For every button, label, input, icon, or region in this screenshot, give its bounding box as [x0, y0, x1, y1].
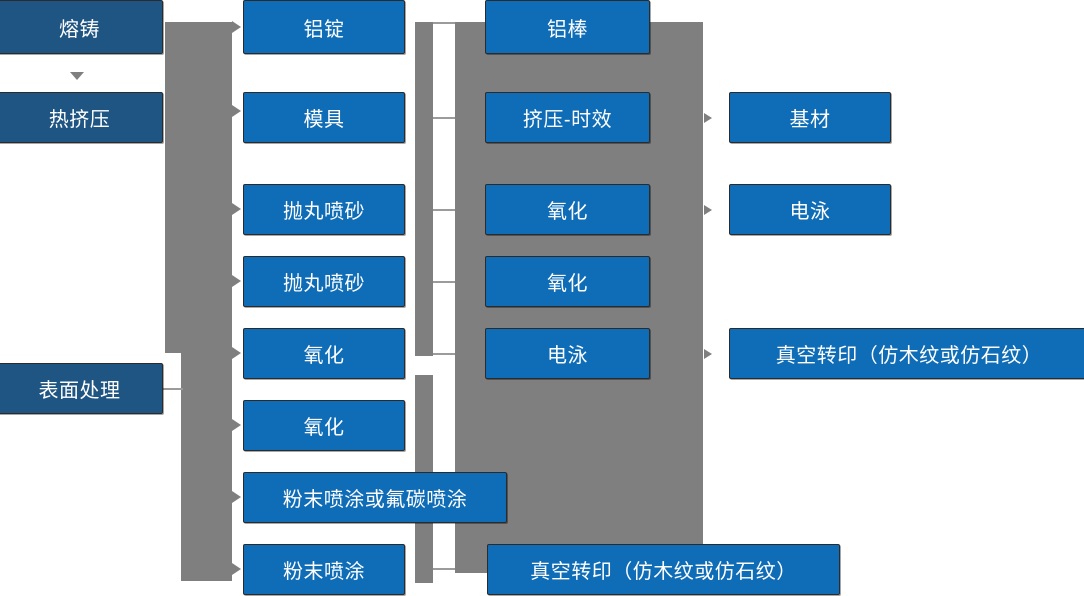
connector-arrow-proc-7 — [232, 491, 241, 503]
process-box-powder-coating[interactable]: 粉末喷涂 — [243, 544, 405, 595]
treatment-box-electrophoresis[interactable]: 电泳 — [485, 328, 650, 379]
process-box-powder-or-fluorocarbon-coating[interactable]: 粉末喷涂或氟碳喷涂 — [243, 472, 507, 523]
connector-trunk-upper — [165, 22, 232, 353]
connector-arrow-out-2 — [704, 205, 712, 215]
connector-arrow-proc-8 — [232, 563, 241, 575]
connector-bar-mid-upper — [415, 22, 433, 356]
process-box-oxidation-1[interactable]: 氧化 — [243, 328, 405, 379]
connector-rung-3 — [433, 209, 455, 211]
process-box-aluminum-ingot[interactable]: 铝锭 — [243, 0, 405, 54]
process-box-mold[interactable]: 模具 — [243, 92, 405, 143]
output-box-base-material[interactable]: 基材 — [729, 92, 891, 143]
connector-arrow-proc-6 — [232, 419, 241, 431]
connector-arrow-proc-5 — [232, 347, 241, 359]
treatment-box-aluminum-bar[interactable]: 铝棒 — [485, 0, 650, 54]
connector-rung-2 — [433, 117, 455, 119]
stage-box-surface-treatment[interactable]: 表面处理 — [0, 363, 163, 414]
connector-arrow-out-3 — [704, 349, 712, 359]
output-box-electrophoresis[interactable]: 电泳 — [729, 184, 891, 235]
process-box-shot-blasting-1[interactable]: 抛丸喷砂 — [243, 184, 405, 235]
connector-arrow-proc-2 — [232, 105, 241, 117]
stage-box-hot-extrusion[interactable]: 热挤压 — [0, 92, 163, 143]
connector-rung-4 — [433, 281, 455, 283]
connector-arrow-proc-3 — [232, 203, 241, 215]
connector-arrow-proc-4 — [232, 275, 241, 287]
treatment-box-oxidation-2[interactable]: 氧化 — [485, 256, 650, 307]
process-box-shot-blasting-2[interactable]: 抛丸喷砂 — [243, 256, 405, 307]
treatment-box-extrusion-aging[interactable]: 挤压-时效 — [485, 92, 650, 143]
treatment-box-vacuum-transfer-printing[interactable]: 真空转印（仿木纹或仿石纹） — [487, 544, 840, 595]
connector-rung-6 — [433, 568, 455, 570]
connector-arrow-down-stage — [70, 72, 84, 80]
connector-arrow-proc-1 — [232, 21, 241, 33]
connector-rung-1 — [433, 22, 455, 24]
output-box-vacuum-transfer-printing[interactable]: 真空转印（仿木纹或仿石纹） — [729, 328, 1084, 379]
connector-trunk-lower — [181, 353, 232, 581]
connector-rung-5 — [433, 353, 455, 355]
connector-line-surface-treatment — [163, 388, 183, 390]
connector-arrow-out-1 — [704, 113, 712, 123]
stage-box-melting-casting[interactable]: 熔铸 — [0, 0, 163, 54]
process-box-oxidation-2[interactable]: 氧化 — [243, 400, 405, 451]
treatment-box-oxidation-1[interactable]: 氧化 — [485, 184, 650, 235]
